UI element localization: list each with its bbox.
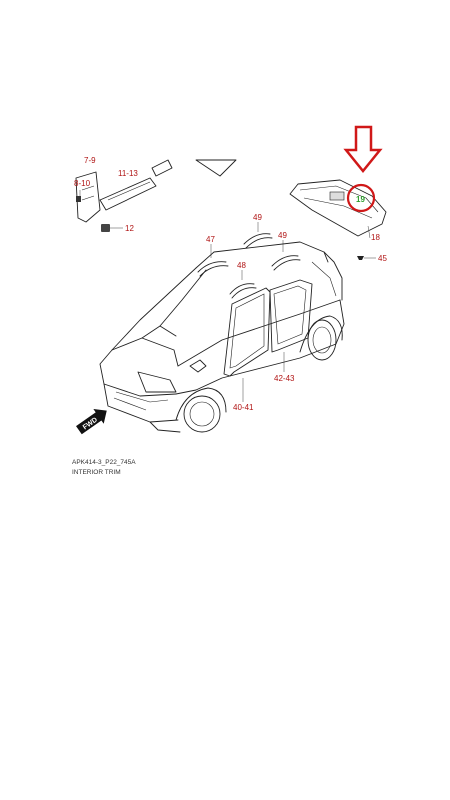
diagram-code: APK414-3_P22_745A	[72, 459, 136, 466]
assist-grip-47-icon	[197, 244, 229, 277]
vehicle-body	[99, 241, 345, 433]
highlight-arrow-icon	[343, 125, 383, 173]
label-19: 19	[356, 195, 365, 204]
screw-45-icon	[357, 256, 376, 260]
label-7-9: 7-9	[84, 156, 96, 165]
assist-grip-49-front-icon	[243, 222, 273, 249]
fwd-arrow-icon: FWD	[76, 409, 107, 435]
label-47: 47	[206, 235, 215, 244]
label-11-13: 11-13	[118, 169, 138, 178]
label-49-rear: 49	[278, 231, 287, 240]
label-12: 12	[125, 224, 134, 233]
label-18: 18	[371, 233, 380, 242]
fwd-label: FWD	[82, 417, 99, 432]
highlight-circle	[346, 183, 376, 213]
rear-end-trim	[289, 179, 387, 239]
label-42-43: 42-43	[274, 374, 295, 383]
label-48: 48	[237, 261, 246, 270]
clip-8-10-icon	[76, 190, 81, 202]
label-49: 49	[253, 213, 262, 222]
assist-grip-48-icon	[229, 270, 257, 299]
assist-grip-49-rear-icon	[271, 240, 301, 271]
scuff-plate-group	[75, 159, 237, 223]
label-45: 45	[378, 254, 387, 263]
label-40-41: 40-41	[233, 403, 254, 412]
diagram-title: INTERIOR TRIM	[72, 469, 121, 476]
part-12-icon	[101, 224, 123, 232]
label-8-10: 8-10	[74, 179, 91, 188]
